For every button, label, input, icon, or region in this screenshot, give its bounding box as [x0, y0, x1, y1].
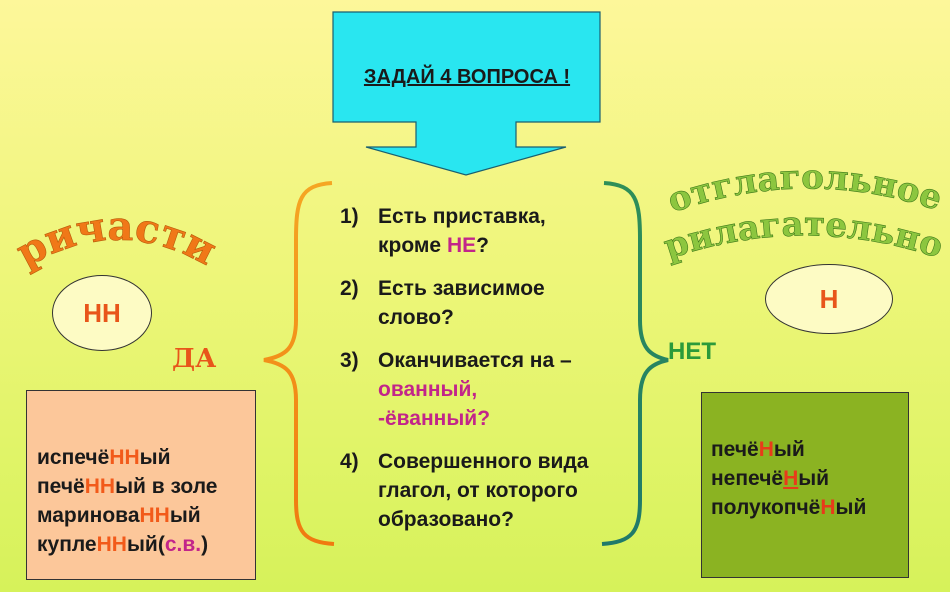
example-line: испечёННый — [37, 443, 255, 472]
arrow-shape — [332, 11, 601, 176]
left-suffix-ellipse: НН — [52, 275, 152, 351]
question-item: 2) Есть зависимое слово? — [340, 274, 640, 332]
example-suffix: НН — [109, 446, 140, 469]
example-line: куплеННый(с.в.) — [37, 530, 255, 559]
left-title: причастие — [0, 0, 224, 277]
question-line: Есть зависимое — [378, 277, 545, 300]
question-line: слово? — [378, 306, 454, 329]
question-number: 3) — [340, 349, 359, 372]
example-text: купле — [37, 533, 97, 556]
question-line: глагол, от которого — [378, 479, 578, 502]
example-text: маринова — [37, 504, 140, 527]
example-text: печё — [711, 438, 759, 461]
example-suffix: Н — [758, 438, 774, 461]
example-suffix: Н — [783, 467, 799, 490]
question-text: кроме — [378, 234, 447, 257]
question-number: 4) — [340, 450, 359, 473]
example-text: полукопчё — [711, 496, 821, 519]
example-suffix: НН — [96, 533, 127, 556]
example-text: непечё — [711, 467, 784, 490]
example-suffix: НН — [84, 475, 116, 498]
question-line: -ёванный? — [378, 407, 491, 430]
question-line: Совершенного вида — [378, 450, 589, 473]
example-text: ый — [139, 446, 171, 469]
example-note: с.в. — [164, 533, 202, 556]
example-text: ый — [835, 496, 867, 519]
question-line: ованный, — [378, 378, 478, 401]
example-text: печё — [37, 475, 85, 498]
question-line: Оканчивается на – — [378, 349, 572, 372]
question-highlight: НЕ — [446, 234, 477, 257]
question-line: Есть приставка, — [378, 205, 546, 228]
answer-yes: ДА — [172, 344, 217, 374]
question-line: кроме НЕ? — [378, 231, 640, 260]
example-text: ый — [773, 438, 805, 461]
right-suffix: Н — [819, 283, 839, 314]
right-suffix-ellipse: Н — [765, 264, 893, 334]
example-line: печёНый — [711, 435, 908, 464]
question-number: 2) — [340, 277, 359, 300]
question-list: 1) Есть приставка, кроме НЕ? 2) Есть зав… — [340, 202, 640, 548]
question-item: 3) Оканчивается на – ованный, -ёванный? — [340, 346, 640, 433]
example-text: ый в золе — [115, 475, 218, 498]
right-examples-box: печёНый непечёНый полукопчёНый — [701, 392, 909, 578]
left-brace — [263, 181, 335, 546]
example-text: ый( — [126, 533, 165, 556]
example-line: мариноваННый — [37, 501, 255, 530]
question-number: 1) — [340, 205, 359, 228]
example-suffix: Н — [820, 496, 836, 519]
right-brace — [601, 181, 669, 546]
arrow-caption: ЗАДАЙ 4 ВОПРОСА ! — [363, 66, 571, 88]
left-suffix: НН — [83, 297, 121, 328]
question-text: ? — [476, 234, 489, 257]
question-item: 1) Есть приставка, кроме НЕ? — [340, 202, 640, 260]
left-examples-box: испечёННый печёННый в золе мариноваННый … — [26, 390, 256, 580]
question-item: 4) Совершенного вида глагол, от которого… — [340, 447, 640, 534]
example-line: печёННый в золе — [37, 472, 255, 501]
example-suffix: НН — [139, 504, 170, 527]
example-line: непечёНый — [711, 464, 908, 493]
example-line: полукопчёНый — [711, 493, 908, 522]
answer-no: НЕТ — [668, 338, 716, 365]
question-line: образовано? — [378, 508, 514, 531]
example-text: испечё — [37, 446, 110, 469]
example-text: ый — [798, 467, 830, 490]
example-text: ый — [169, 504, 201, 527]
example-text: ) — [201, 533, 209, 556]
